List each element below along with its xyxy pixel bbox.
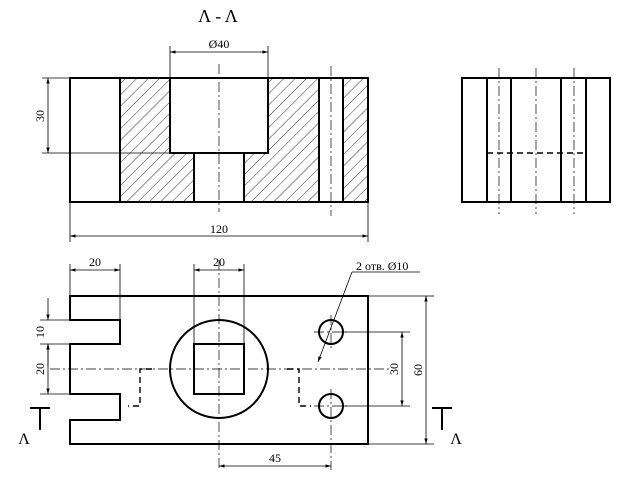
holes-note: 2 отв. Ø10 [356, 259, 408, 273]
section-mark-right: Λ [450, 431, 462, 448]
dim-slot-width-top: 20 [89, 255, 101, 269]
hatch-right-lower [244, 153, 318, 202]
hidden-slot-left [128, 368, 152, 407]
section-mark-left: Λ [18, 431, 30, 448]
holes-note-leader [317, 271, 353, 363]
top-view: 20 20 2 отв. Ø10 10 20 30 60 45 [18, 255, 462, 470]
dim-hole-spacing: 30 [387, 363, 401, 375]
section-title: Λ - Λ [198, 6, 238, 26]
hatch-left-lower [120, 153, 194, 202]
dim-hole-offset: 45 [269, 451, 281, 465]
dim-bore-depth: 30 [33, 110, 47, 122]
hatch-right [268, 78, 318, 153]
dim-overall-length: 120 [210, 222, 228, 236]
front-section-view: Ø40 30 120 [33, 37, 369, 242]
hatch-left [120, 78, 170, 153]
dim-square-width: 20 [213, 255, 225, 269]
dim-slot-height: 10 [33, 326, 47, 338]
hatch-far-right [344, 78, 368, 202]
dim-overall-height: 60 [411, 364, 425, 376]
hidden-slot-right [287, 368, 311, 407]
dim-bore-diameter: Ø40 [209, 37, 230, 51]
side-view [461, 68, 611, 214]
dim-slot-spacing: 20 [33, 363, 47, 375]
